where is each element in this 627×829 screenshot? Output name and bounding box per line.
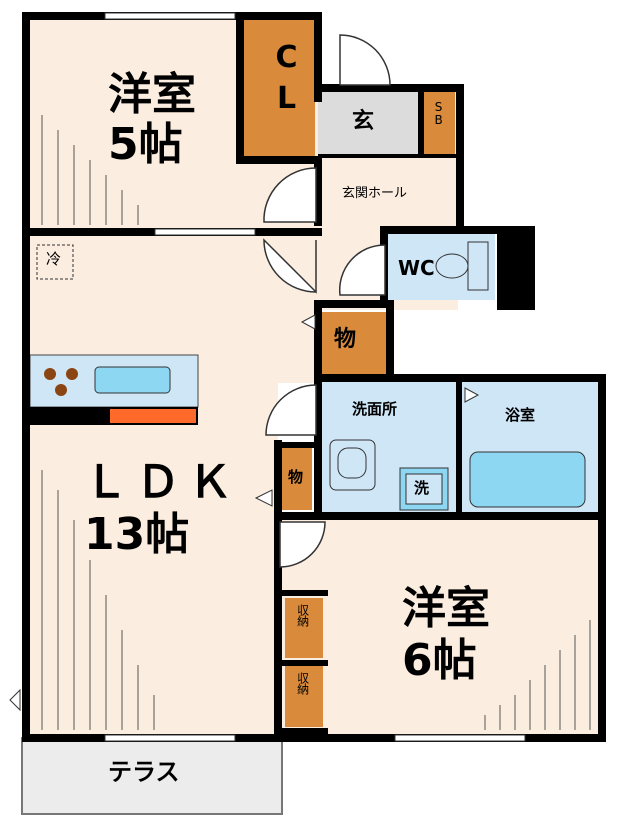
door-swing xyxy=(265,384,317,436)
marker-icon xyxy=(9,688,21,712)
washroom-label: 洗面所 xyxy=(352,400,398,418)
washbasin-bowl xyxy=(337,447,367,479)
door-swing xyxy=(338,244,386,296)
wall xyxy=(314,156,322,226)
door-swing xyxy=(263,238,317,294)
storage-b-label: 収納 xyxy=(295,672,310,694)
wall xyxy=(314,374,606,382)
storage-b-floor xyxy=(285,665,323,727)
wall xyxy=(314,12,322,102)
closet-floor xyxy=(240,18,315,163)
wall xyxy=(386,300,394,380)
toilet-tank xyxy=(467,241,489,291)
window xyxy=(104,734,236,742)
shoebox-label: SB xyxy=(431,100,446,126)
western-room-6-name: 洋室 xyxy=(402,583,490,634)
entrance-tile xyxy=(318,88,418,156)
door-swing xyxy=(263,167,317,223)
marker-icon xyxy=(464,387,480,403)
kitchen-sink xyxy=(94,366,171,394)
window xyxy=(104,12,236,20)
marker-icon xyxy=(254,489,273,507)
storage-a-floor xyxy=(285,598,323,658)
wall xyxy=(22,12,30,742)
stove-burner xyxy=(55,384,67,396)
wall xyxy=(278,728,328,734)
fridge-box xyxy=(36,244,74,280)
wall xyxy=(236,156,322,164)
wall xyxy=(22,734,606,742)
western-room-6-floor xyxy=(278,520,602,738)
wall xyxy=(274,512,606,520)
ldk-size: 13帖 xyxy=(84,509,190,560)
marker-icon xyxy=(300,314,316,330)
bathtub xyxy=(469,451,586,508)
storage-a-label: 収納 xyxy=(295,604,310,626)
western-room-5-size: 5帖 xyxy=(108,119,183,170)
ldk-name: ＬＤＫ xyxy=(84,457,240,508)
ldk-upper-floor xyxy=(278,233,318,383)
wall xyxy=(314,84,464,92)
wall xyxy=(456,380,462,520)
stove-burner xyxy=(44,368,56,380)
washer-label: 洗 xyxy=(414,479,430,497)
terrace-floor xyxy=(21,737,283,815)
door-swing xyxy=(279,521,326,568)
pipe-space xyxy=(497,228,535,310)
wall xyxy=(278,590,328,596)
wall xyxy=(318,154,458,158)
terrace-label: テラス xyxy=(108,758,180,786)
door-swing xyxy=(339,34,391,86)
wall xyxy=(418,92,424,156)
storage-ldk-label: 物 xyxy=(288,468,304,486)
toilet-bowl xyxy=(435,253,469,279)
closet-label: CL xyxy=(269,40,304,122)
storage-hall-floor xyxy=(318,312,386,374)
floor-hatch xyxy=(41,115,591,730)
wall xyxy=(314,300,322,520)
entrance-label: 玄 xyxy=(352,109,375,134)
window xyxy=(394,734,526,742)
wc-label: WC xyxy=(398,256,435,280)
wall xyxy=(236,12,244,164)
stove-burner xyxy=(66,368,78,380)
kitchen-orange-strip xyxy=(110,409,196,423)
wall xyxy=(598,374,606,742)
western-room-5-name: 洋室 xyxy=(108,69,196,120)
wall xyxy=(278,660,328,666)
wall xyxy=(380,226,535,234)
western-room-6-size: 6帖 xyxy=(402,635,477,686)
wall xyxy=(274,442,316,448)
wall xyxy=(314,300,394,308)
window xyxy=(154,228,256,236)
shoebox-floor xyxy=(423,90,455,154)
wall xyxy=(456,84,464,234)
bath-label: 浴室 xyxy=(505,406,536,424)
hall-label: 玄関ホール xyxy=(342,186,408,201)
storage-hall-label: 物 xyxy=(334,327,357,352)
ldk-floor xyxy=(28,233,278,738)
fridge-label: 冷 xyxy=(46,250,62,268)
storage-ldk-floor xyxy=(280,448,312,510)
